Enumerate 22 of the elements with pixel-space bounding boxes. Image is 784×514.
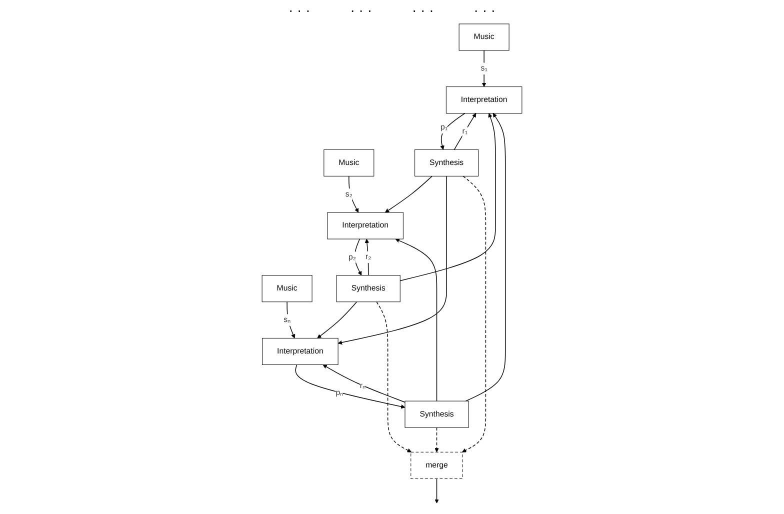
arrow: [482, 50, 486, 87]
arrow: [434, 478, 439, 504]
arrow: [465, 113, 506, 402]
arrow: [395, 238, 438, 402]
arrow: [348, 176, 359, 213]
arrow: [434, 427, 439, 452]
arrow: [317, 302, 358, 338]
arrow: [295, 364, 406, 409]
arrow: [384, 176, 432, 213]
arrow: [454, 113, 476, 150]
arrow: [376, 302, 412, 452]
ellipsis-text: · · ·: [288, 2, 310, 18]
arrow: [400, 113, 496, 282]
ellipsis-text: · · ·: [412, 2, 434, 18]
arrow: [286, 302, 296, 338]
arrow: [364, 238, 370, 276]
arrow: [462, 176, 486, 452]
arrow: [338, 176, 447, 345]
arrow: [440, 112, 466, 150]
arrow: [322, 364, 406, 403]
ellipsis-text: · · ·: [474, 2, 496, 18]
ellipsis-text: · · ·: [350, 2, 372, 18]
